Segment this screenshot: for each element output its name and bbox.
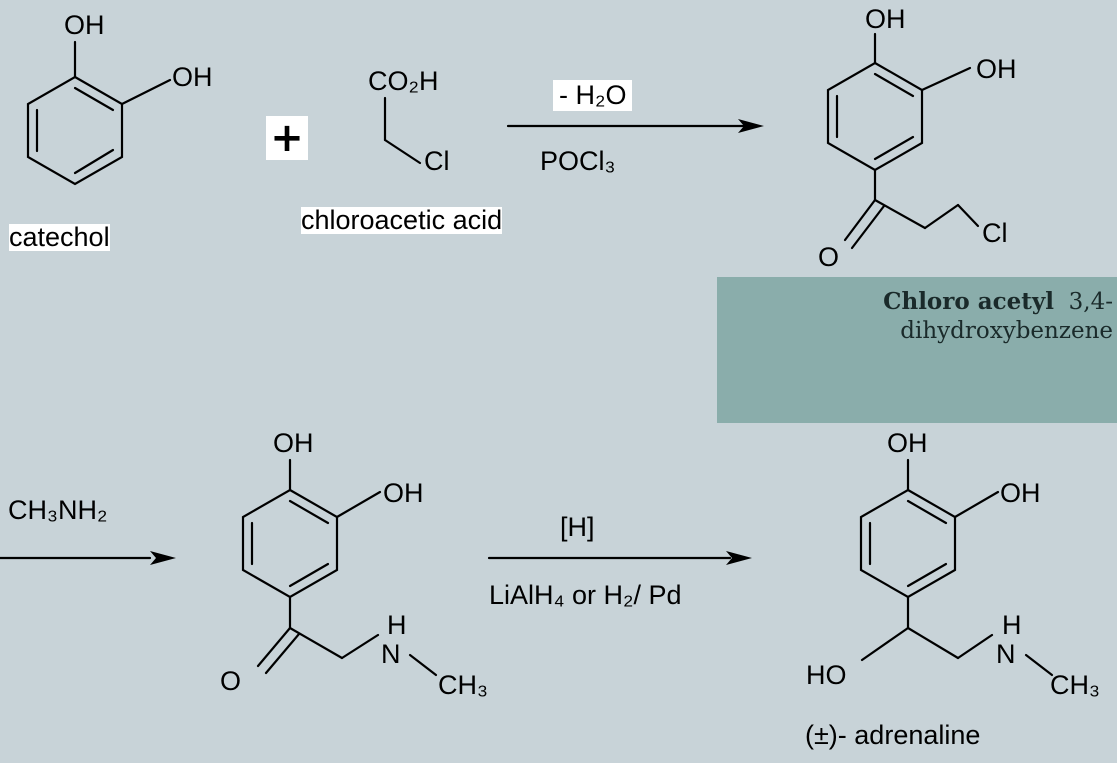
int2-ch3-label: CH₃: [438, 670, 488, 700]
adr-oh-right-label: OH: [1000, 478, 1041, 508]
reaction-arrows: [0, 124, 747, 560]
step1-reagent-below: POCl₃: [540, 146, 616, 176]
int2-oh-top-label: OH: [273, 428, 314, 458]
step3-reagent-below: LiAlH₄ or H₂/ Pd: [489, 580, 682, 610]
plus-sign: +: [266, 116, 308, 160]
adr-n-label: N: [996, 639, 1016, 669]
intermediate-name-bold: Chloro acetyl: [883, 288, 1055, 315]
catechol-name: catechol: [9, 222, 110, 252]
intermediate-name-line2: dihydroxybenzene: [900, 318, 1113, 344]
adr-ho-label: HO: [806, 660, 847, 690]
methylamino-ketone-bonds: [241, 458, 438, 677]
catechol-oh-top-label: OH: [64, 10, 105, 40]
intermediate-name: Chloro acetyl 3,4- dihydroxybenzene: [883, 287, 1113, 346]
adr-h-label: H: [1002, 610, 1022, 640]
adrenaline-bonds: [859, 458, 1054, 677]
chloroacetic-cl-label: Cl: [424, 146, 450, 176]
int2-oh-right-label: OH: [383, 478, 424, 508]
catechol-oh-right-label: OH: [172, 62, 213, 92]
adr-oh-top-label: OH: [887, 428, 928, 458]
step2-reagent: CH₃NH₂: [8, 495, 108, 525]
adrenaline-name: (±)- adrenaline: [805, 720, 981, 750]
intermediate-name-rest: 3,4-: [1068, 289, 1113, 315]
chloroacetic-acid-bonds: [383, 96, 422, 165]
int2-n-label: N: [381, 639, 401, 669]
step3-reagent-above: [H]: [560, 512, 595, 542]
int1-o-label: O: [818, 242, 840, 272]
arrow-heads: [150, 119, 764, 565]
adr-ch3-label: CH₃: [1050, 670, 1100, 700]
int1-oh-right-label: OH: [976, 54, 1017, 84]
int2-h-label: H: [387, 610, 407, 640]
catechol-ring-bonds: [26, 40, 172, 186]
chloroacetyl-catechol-bonds: [826, 32, 980, 250]
int1-oh-top-label: OH: [865, 4, 906, 34]
chloroacetic-acid-name: chloroacetic acid: [301, 205, 503, 235]
int1-cl-label: Cl: [982, 218, 1008, 248]
intermediate-name-box: Chloro acetyl 3,4- dihydroxybenzene: [717, 277, 1117, 423]
int2-o-label: O: [220, 666, 242, 696]
step1-reagent-above: - H₂O: [553, 80, 633, 111]
carboxylic-acid-label: CO₂H: [368, 66, 439, 96]
